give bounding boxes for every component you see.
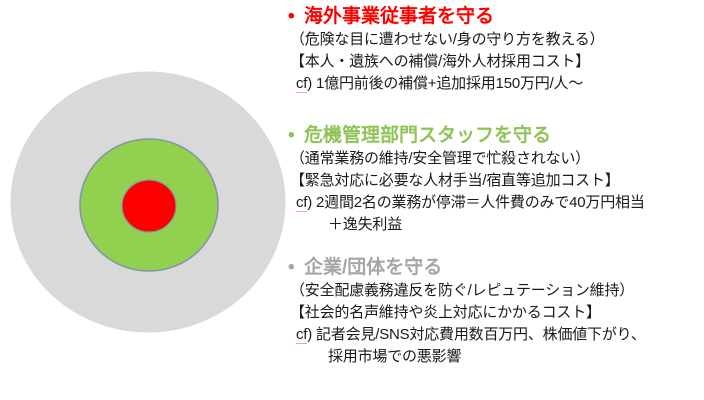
objective-block-company: • 企業/団体を守る （安全配慮義務違反を防ぐ/レピュテーション維持） 【社会的名… xyxy=(288,255,704,368)
block-heading: • 企業/団体を守る xyxy=(288,255,704,280)
heading-text: 企業/団体を守る xyxy=(304,257,443,278)
block-heading: • 海外事業従事者を守る xyxy=(288,4,704,29)
inner-red-circle xyxy=(121,179,177,233)
block-bracket-line: 【本人・遺族への補償/海外人材採用コスト】 xyxy=(290,53,590,70)
block-cf-continuation: ＋逸失利益 xyxy=(328,216,403,233)
block-cf-line: cf) 1億円前後の補償+追加採用150万円/人～ xyxy=(288,73,704,95)
block-bracket-line: 【社会的名声維持や炎上対応にかかるコスト】 xyxy=(290,304,601,321)
block-cf-line: cf) 記者会見/SNS対応費用数百万円、株価値下がり、 xyxy=(288,324,704,346)
cf-prefix: cf xyxy=(296,194,308,212)
block-paren-line: （通常業務の維持/安全管理で忙殺されない） xyxy=(290,150,590,167)
bullet-icon: • xyxy=(288,257,295,278)
heading-text: 海外事業従事者を守る xyxy=(304,6,495,27)
cf-prefix: cf xyxy=(296,75,308,93)
bullet-icon: • xyxy=(288,125,295,146)
block-bracket-line: 【緊急対応に必要な人材手当/宿直等追加コスト】 xyxy=(290,172,620,189)
cf-text: ) 1億円前後の補償+追加採用150万円/人～ xyxy=(307,75,584,92)
cf-text: ) 2週間2名の業務が停滞＝人件費のみで40万円相当 xyxy=(307,194,645,211)
block-cf-line: cf) 2週間2名の業務が停滞＝人件費のみで40万円相当 xyxy=(288,192,704,214)
bullet-icon: • xyxy=(288,6,295,27)
objective-block-overseas-workers: • 海外事業従事者を守る （危険な目に遭わせない/身の守り方を教える） 【本人・遺… xyxy=(288,4,704,95)
block-paren-line: （安全配慮義務違反を防ぐ/レピュテーション維持） xyxy=(290,282,635,299)
cf-text: ) 記者会見/SNS対応費用数百万円、株価値下がり、 xyxy=(307,326,646,343)
heading-text: 危機管理部門スタッフを守る xyxy=(304,125,552,146)
objective-block-crisis-staff: • 危機管理部門スタッフを守る （通常業務の維持/安全管理で忙殺されない） 【緊急… xyxy=(288,123,704,236)
cf-prefix: cf xyxy=(296,326,308,344)
block-cf-continuation: 採用市場での悪影響 xyxy=(328,348,462,365)
block-paren-line: （危険な目に遭わせない/身の守り方を教える） xyxy=(290,31,605,48)
block-heading: • 危機管理部門スタッフを守る xyxy=(288,123,704,148)
text-column: • 海外事業従事者を守る （危険な目に遭わせない/身の守り方を教える） 【本人・遺… xyxy=(288,0,704,400)
concentric-circles-diagram xyxy=(0,55,296,355)
